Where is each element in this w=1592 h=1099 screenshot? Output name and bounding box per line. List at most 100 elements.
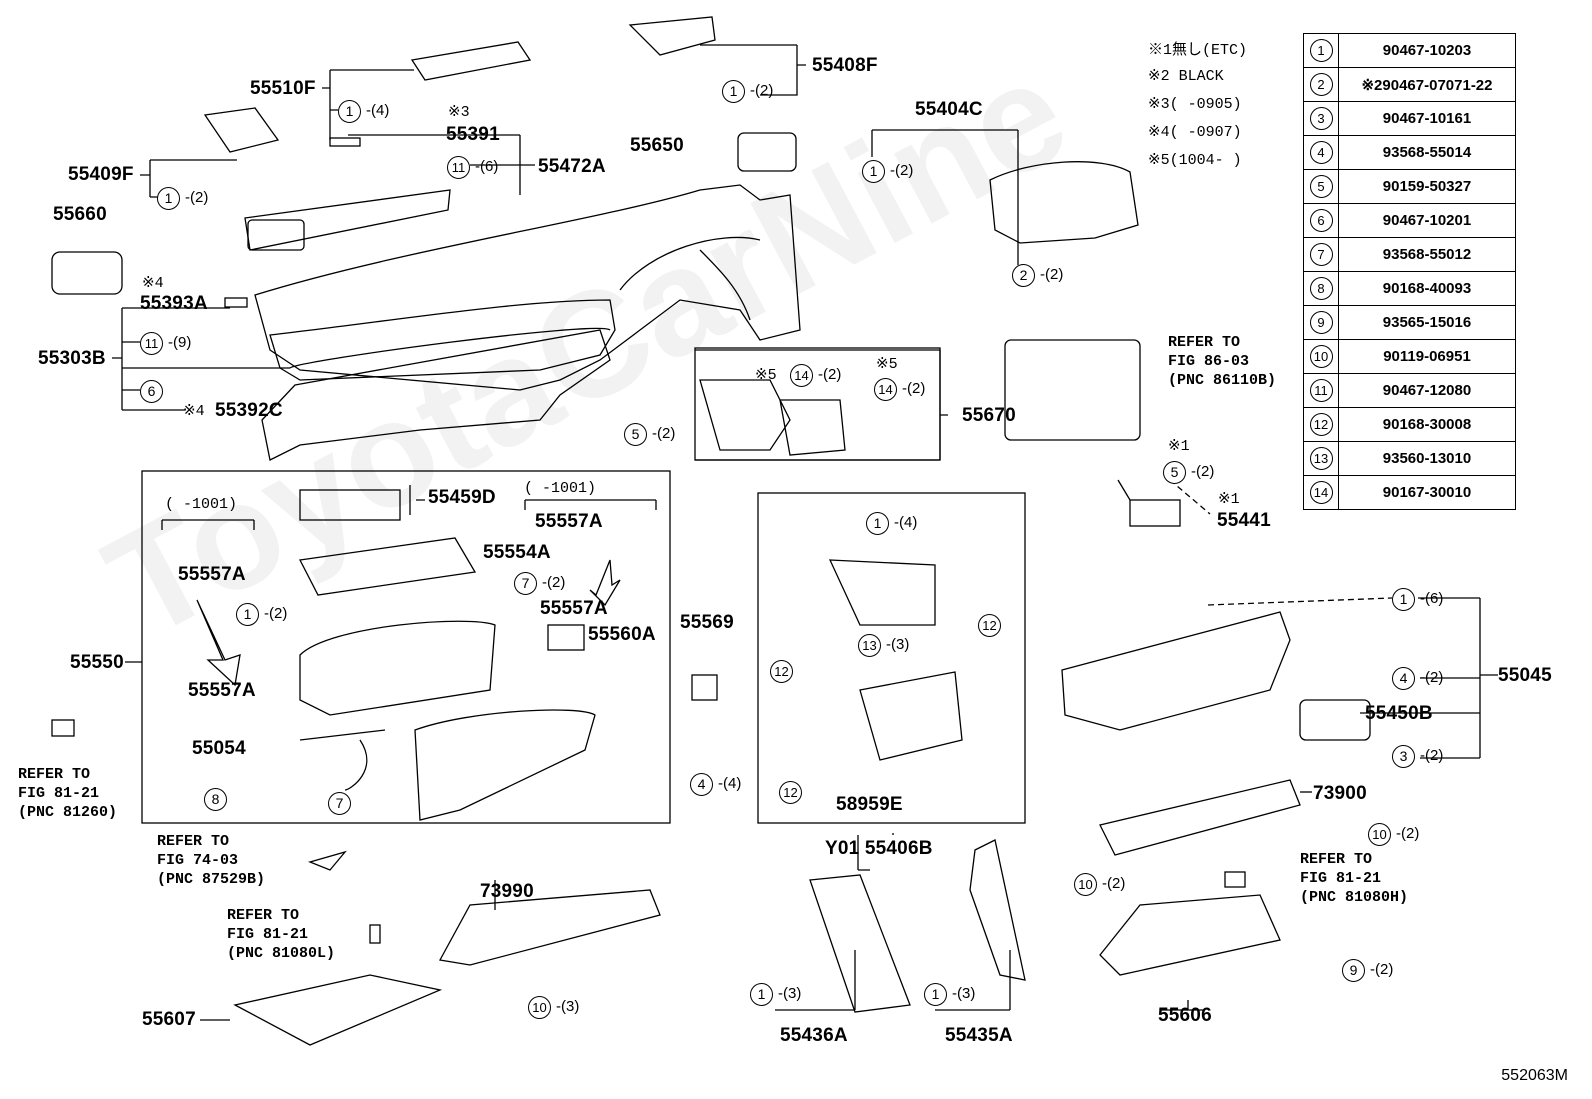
part-label-73900[interactable]: 73900 (1313, 783, 1367, 804)
fastener-number: 3 (1392, 745, 1415, 768)
part-label-55557A-2[interactable]: 55557A (535, 511, 603, 532)
fastener-number: 12 (779, 781, 802, 804)
legend-part-number[interactable]: 93568-55014 (1338, 135, 1516, 170)
legend-part-number[interactable]: 90168-30008 (1338, 407, 1516, 442)
fastener-quantity: -(2) (750, 82, 774, 99)
legend-part-number[interactable]: 90168-40093 (1338, 271, 1516, 306)
refer-to-81-21-81080H[interactable]: REFER TO FIG 81-21 (PNC 81080H) (1300, 851, 1409, 906)
arrow-1 (196, 599, 241, 687)
arrow-2 (589, 559, 621, 607)
fastener-number: 10 (1368, 823, 1391, 846)
lamp-55560A (547, 624, 585, 651)
note-2: ※2 BLACK (1148, 68, 1224, 85)
part-label-55670[interactable]: 55670 (962, 405, 1016, 426)
refer-to-86-03[interactable]: REFER TO FIG 86-03 (PNC 86110B) (1168, 334, 1277, 389)
part-label-55391[interactable]: 55391 (446, 124, 500, 145)
part-label-55557A-3[interactable]: 55557A (540, 598, 608, 619)
part-label-55392C[interactable]: 55392C (215, 400, 283, 421)
part-label-55435A[interactable]: 55435A (945, 1025, 1013, 1046)
part-label-55660[interactable]: 55660 (53, 204, 107, 225)
part-label-55450B[interactable]: 55450B (1365, 703, 1433, 724)
part-label-55406B[interactable]: Y01 55406B (825, 838, 933, 859)
legend-part-number[interactable]: 90467-12080 (1338, 373, 1516, 408)
part-label-55054[interactable]: 55054 (192, 738, 246, 759)
panel-55510F (410, 41, 532, 81)
switch-55441 (1129, 499, 1181, 527)
fastener-number: 12 (770, 660, 793, 683)
part-label-55557A-4[interactable]: 55557A (188, 680, 256, 701)
legend-part-number[interactable]: 93568-55012 (1338, 237, 1516, 272)
legend-number: 13 (1309, 447, 1333, 470)
fastener-quantity: -(6) (475, 158, 499, 175)
fastener-number: 1 (862, 160, 885, 183)
fastener-number: 11 (447, 156, 470, 179)
part-label-55459D[interactable]: 55459D (428, 487, 496, 508)
note-3: ※3( -0905) (1148, 96, 1242, 113)
part-label-55510F[interactable]: 55510F (250, 78, 316, 99)
part-label-55606[interactable]: 55606 (1158, 1005, 1212, 1026)
center-cluster-group-box (757, 492, 1026, 824)
fastener-number: 1 (1392, 588, 1415, 611)
part-label-55409F[interactable]: 55409F (68, 164, 134, 185)
part-label-55569[interactable]: 55569 (680, 612, 734, 633)
legend-part-number[interactable]: 90159-50327 (1338, 169, 1516, 204)
part-label-55472A[interactable]: 55472A (538, 156, 606, 177)
fastener-quantity: -(2) (1396, 825, 1420, 842)
panel-55045 (1061, 611, 1291, 731)
part-label-55303B[interactable]: 55303B (38, 348, 106, 369)
legend-part-number[interactable]: 90467-10203 (1338, 33, 1516, 68)
fastener-quantity: -(6) (1420, 590, 1444, 607)
part-label-55557A-1[interactable]: 55557A (178, 564, 246, 585)
clip-55391 (329, 137, 361, 147)
panel-55607 (233, 974, 443, 1046)
part-label-58959E[interactable]: 58959E (836, 794, 903, 815)
legend-part-number[interactable]: 93565-15016 (1338, 305, 1516, 340)
legend-part-number[interactable]: 90119-06951 (1338, 339, 1516, 374)
part-label-55550[interactable]: 55550 (70, 652, 124, 673)
part-label-55436A[interactable]: 55436A (780, 1025, 848, 1046)
part-label-55408F[interactable]: 55408F (812, 55, 878, 76)
legend-part-number[interactable]: 93560-13010 (1338, 441, 1516, 476)
fastener-quantity: -(2) (818, 366, 842, 383)
part-label-55607[interactable]: 55607 (142, 1009, 196, 1030)
glovebox-group-box (141, 470, 671, 824)
part-label-73990[interactable]: 73990 (480, 881, 534, 902)
legend-part-number[interactable]: 90167-30010 (1338, 475, 1516, 510)
fastener-quantity: -(2) (1191, 463, 1215, 480)
legend-number: 9 (1309, 311, 1333, 334)
fastener-quantity: -(2) (542, 574, 566, 591)
fastener-number: 1 (722, 80, 745, 103)
part-label-55441[interactable]: 55441 (1217, 510, 1271, 531)
panel-73900 (1099, 779, 1301, 856)
fastener-number: 10 (1074, 873, 1097, 896)
part-label-55650[interactable]: 55650 (630, 135, 684, 156)
part-label-55560A[interactable]: 55560A (588, 624, 656, 645)
refer-to-74-03[interactable]: REFER TO FIG 74-03 (PNC 87529B) (157, 833, 266, 888)
part-label-55554A[interactable]: 55554A (483, 542, 551, 563)
refer-to-81-21-81260[interactable]: REFER TO FIG 81-21 (PNC 81260) (18, 766, 118, 821)
part-label-55045[interactable]: 55045 (1498, 665, 1552, 686)
legend-number: 4 (1309, 141, 1333, 164)
mark-4b: ※4 (183, 403, 205, 420)
legend-part-number[interactable]: ※290467-07071-22 (1338, 67, 1516, 102)
part-label-55404C[interactable]: 55404C (915, 99, 983, 120)
refer-to-81-21-81080L[interactable]: REFER TO FIG 81-21 (PNC 81080L) (227, 907, 336, 962)
fastener-number: 5 (1163, 461, 1186, 484)
legend-number: 8 (1309, 277, 1333, 300)
fastener-number: 1 (924, 983, 947, 1006)
fastener-quantity: -(2) (264, 605, 288, 622)
fastener-number: 7 (514, 572, 537, 595)
legend-number: 12 (1309, 413, 1333, 436)
leader-lines (112, 44, 1498, 1021)
legend-part-number[interactable]: 90467-10161 (1338, 101, 1516, 136)
legend-part-number[interactable]: 90467-10201 (1338, 203, 1516, 238)
part-label-55393A[interactable]: 55393A (140, 293, 208, 314)
